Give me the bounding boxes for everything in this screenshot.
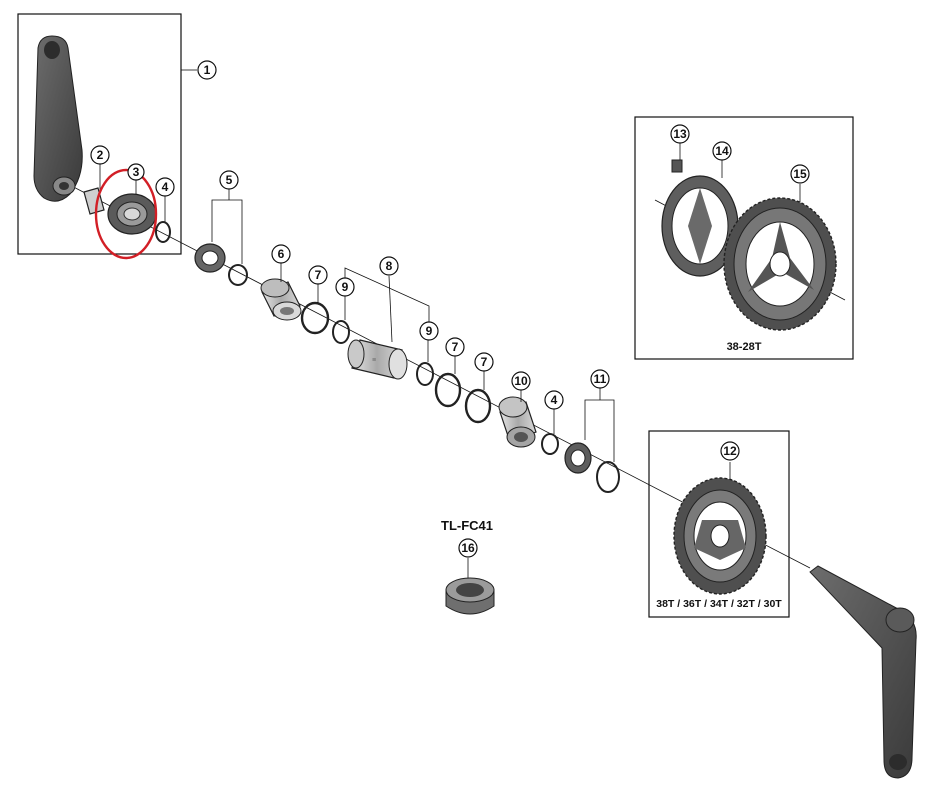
tool-name-label: TL-FC41 <box>441 518 493 533</box>
callout-10: 10 <box>511 371 531 391</box>
part-7-ring-b <box>434 356 462 408</box>
svg-text:10: 10 <box>514 374 528 388</box>
part-10-right-bb-cup <box>498 390 537 448</box>
callout-5: 5 <box>219 170 239 190</box>
part-9-ring-a <box>332 296 350 344</box>
large-chainring-box <box>648 430 790 618</box>
callout-8: 8 <box>379 256 399 276</box>
left-crank-box <box>17 13 182 255</box>
svg-text:9: 9 <box>426 324 433 338</box>
part-13-chainring-bolt <box>671 142 683 173</box>
part-8-inner-sleeve: ≡ <box>344 267 430 380</box>
svg-text:16: 16 <box>461 541 475 555</box>
part-7-ring-c <box>464 371 492 424</box>
part-12-chainring-large <box>673 462 767 595</box>
callout-9-a: 9 <box>335 277 355 297</box>
svg-text:3: 3 <box>133 165 140 179</box>
callout-14: 14 <box>712 141 732 161</box>
svg-text:7: 7 <box>315 268 322 282</box>
left-crank-arm <box>33 35 83 202</box>
svg-text:7: 7 <box>481 355 488 369</box>
part-9-ring-b <box>416 340 434 386</box>
svg-text:6: 6 <box>278 247 285 261</box>
svg-text:8: 8 <box>386 259 393 273</box>
svg-text:14: 14 <box>715 144 729 158</box>
callout-9-b: 9 <box>419 321 439 341</box>
part-6-left-bb-cup <box>260 262 302 321</box>
svg-text:4: 4 <box>162 180 169 194</box>
callout-7-c: 7 <box>474 352 494 372</box>
svg-text:4: 4 <box>551 393 558 407</box>
callout-7-a: 7 <box>308 265 328 285</box>
small-chainring-box <box>634 116 854 360</box>
large-chainring-size-label: 38T / 36T / 34T / 32T / 30T <box>656 598 782 610</box>
callout-4-right: 4 <box>544 390 564 410</box>
svg-text:13: 13 <box>673 127 687 141</box>
svg-text:2: 2 <box>97 148 104 162</box>
part-3-crank-arm-cap <box>107 178 157 235</box>
part-11-lockring-set <box>564 388 620 493</box>
part-16-tool <box>445 558 495 615</box>
svg-text:≡: ≡ <box>372 357 376 364</box>
callout-3: 3 <box>127 163 145 181</box>
right-crank-arm <box>809 565 917 779</box>
callout-11: 11 <box>590 369 610 389</box>
part-4-o-ring-right <box>541 408 559 455</box>
highlight-circle <box>94 168 158 260</box>
svg-text:11: 11 <box>594 372 607 386</box>
svg-text:1: 1 <box>204 63 211 77</box>
callout-2: 2 <box>90 145 110 165</box>
svg-text:7: 7 <box>452 340 459 354</box>
svg-text:15: 15 <box>793 167 807 181</box>
callout-4-left: 4 <box>155 177 175 197</box>
callout-6: 6 <box>271 244 291 264</box>
part-7-ring-a <box>300 284 330 335</box>
part-15-chainring-small <box>723 184 837 331</box>
part-14-chainring-adapter <box>661 158 739 277</box>
callout-16: 16 <box>458 538 478 558</box>
part-4-o-ring-left <box>155 196 171 243</box>
callout-1: 1 <box>197 60 217 80</box>
svg-text:12: 12 <box>723 444 737 458</box>
callout-12: 12 <box>720 441 740 461</box>
svg-text:5: 5 <box>226 173 233 187</box>
callout-15: 15 <box>790 164 810 184</box>
callout-7-b: 7 <box>445 337 465 357</box>
svg-text:9: 9 <box>342 280 349 294</box>
callout-13: 13 <box>670 124 690 144</box>
small-chainring-size-label: 38-28T <box>727 341 762 353</box>
part-5-spacers <box>194 188 248 286</box>
